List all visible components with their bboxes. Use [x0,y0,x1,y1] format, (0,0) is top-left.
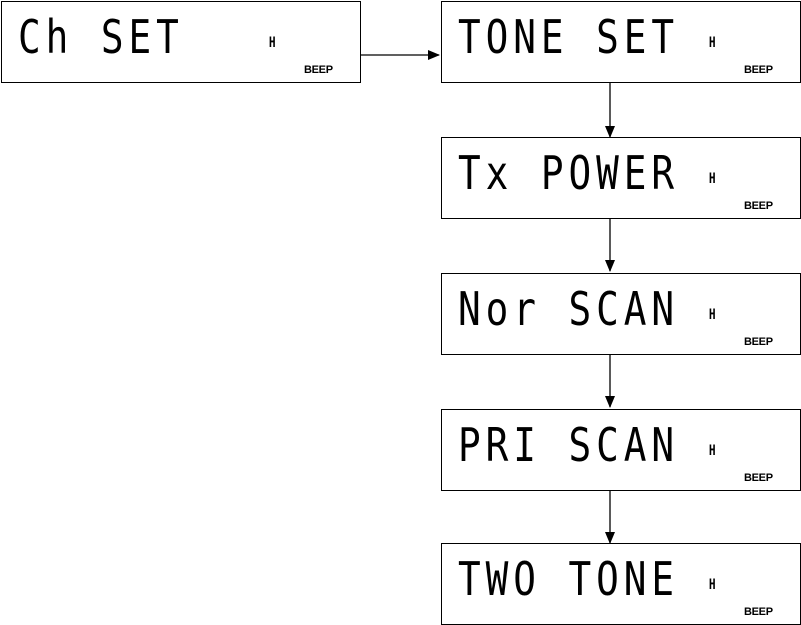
lcd-two-tone: TWO TONE H BEEP [441,543,801,625]
lcd-nor-scan: Nor SCAN H BEEP [441,273,801,355]
lcd-ch-set: Ch SET H BEEP [1,1,361,83]
lcd-tx-power-h-indicator: H [709,172,716,186]
lcd-tx-power-text: Tx POWER [458,150,679,196]
lcd-ch-set-h-indicator: H [269,36,276,50]
lcd-two-tone-h-indicator: H [709,578,716,592]
lcd-pri-scan-h-indicator: H [709,444,716,458]
lcd-tone-set-text: TONE SET [458,14,679,60]
lcd-tone-set-beep-indicator: BEEP [744,65,773,76]
lcd-nor-scan-beep-indicator: BEEP [744,337,773,348]
lcd-two-tone-text: TWO TONE [458,556,679,602]
lcd-pri-scan-beep-indicator: BEEP [744,473,773,484]
lcd-ch-set-text: Ch SET [18,14,184,60]
lcd-tone-set-h-indicator: H [709,36,716,50]
lcd-ch-set-beep-indicator: BEEP [304,65,333,76]
lcd-two-tone-beep-indicator: BEEP [744,607,773,618]
lcd-tx-power-beep-indicator: BEEP [744,201,773,212]
lcd-pri-scan: PRI SCAN H BEEP [441,409,801,491]
lcd-nor-scan-h-indicator: H [709,308,716,322]
lcd-pri-scan-text: PRI SCAN [458,422,679,468]
lcd-tx-power: Tx POWER H BEEP [441,137,801,219]
lcd-nor-scan-text: Nor SCAN [458,286,679,332]
lcd-tone-set: TONE SET H BEEP [441,1,801,83]
